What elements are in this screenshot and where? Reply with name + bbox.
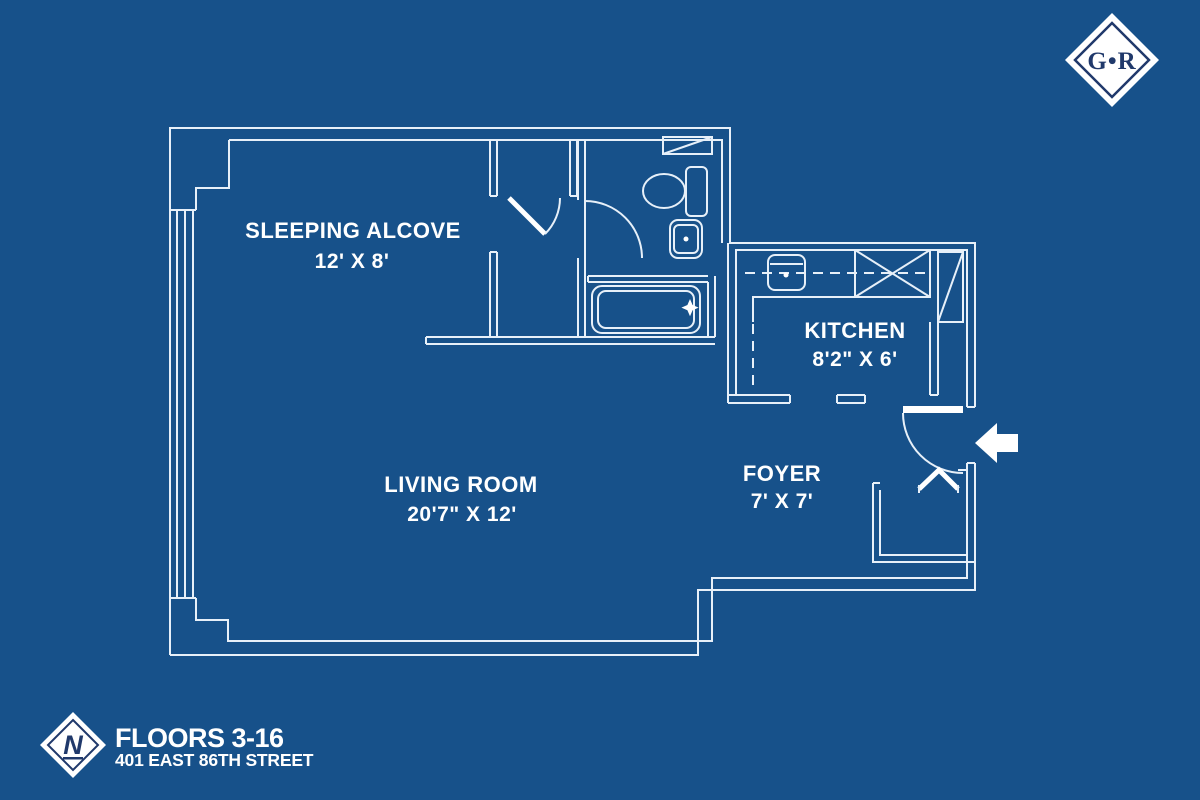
kitchen-chase-wall [929,322,939,396]
inner-wall [195,139,975,642]
window-mullions [170,209,196,599]
bifold-closet-door [917,466,960,493]
closet-door-panel-icon [937,251,964,323]
room-label-sleeping-alcove: SLEEPING ALCOVE [245,218,461,243]
medicine-cabinet-icon [662,136,713,155]
kitchen-bottom-wall [728,394,866,404]
alcove-wall [425,251,715,345]
alcove-closet-door [507,196,561,236]
footer-address: 401 EAST 86TH STREET [115,750,314,770]
closet-door-leaf [507,196,547,236]
brand-logo: G•R [1065,13,1159,107]
brand-monogram: G•R [1087,48,1136,75]
footer: FLOORS 3-16 401 EAST 86TH STREET [115,723,314,770]
north-badge: N [40,712,106,778]
room-dims-foyer: 7' X 7' [751,490,814,513]
room-label-foyer: FOYER [743,461,821,486]
room-labels: SLEEPING ALCOVE 12' X 8' KITCHEN 8'2" X … [245,218,905,526]
bathroom-wall [577,140,586,337]
window-band [170,209,196,599]
entry-door-arc [902,412,964,474]
north-letter: N [63,730,83,760]
foyer-closet-walls [872,469,975,563]
tub-surround [587,275,716,337]
brand-diamond-icon [1065,13,1159,107]
bathroom-sink-icon [669,219,703,259]
entry-arrow-icon [975,423,1018,463]
kitchen-sink-icon [767,254,806,291]
closet-door-arc [544,197,561,235]
refrigerator-icon [854,249,931,298]
toilet-icon [642,166,708,217]
room-label-kitchen: KITCHEN [804,318,905,343]
outer-wall [169,127,976,656]
bifold-door-chevron [917,466,960,491]
bathtub-icon [591,285,701,334]
room-dims-kitchen: 8'2" X 6' [812,348,897,371]
bifold-door-jambs [918,485,959,493]
walls [169,127,976,656]
faucet-sparkle-icon [681,299,699,317]
room-label-living-room: LIVING ROOM [384,472,537,497]
footer-floors: FLOORS 3-16 [115,723,284,753]
entry-door-leaf [903,406,963,413]
bathroom-door [584,200,643,259]
bathroom-door-arc [584,200,643,259]
north-underline [63,757,83,760]
north-diamond-icon [40,712,106,778]
room-dims-living-room: 20'7" X 12' [407,503,517,526]
upper-cabinet-dashed-line [745,272,928,390]
room-dims-sleeping-alcove: 12' X 8' [315,250,390,273]
entry-door [902,406,964,474]
alcove-closet-walls [489,140,578,197]
